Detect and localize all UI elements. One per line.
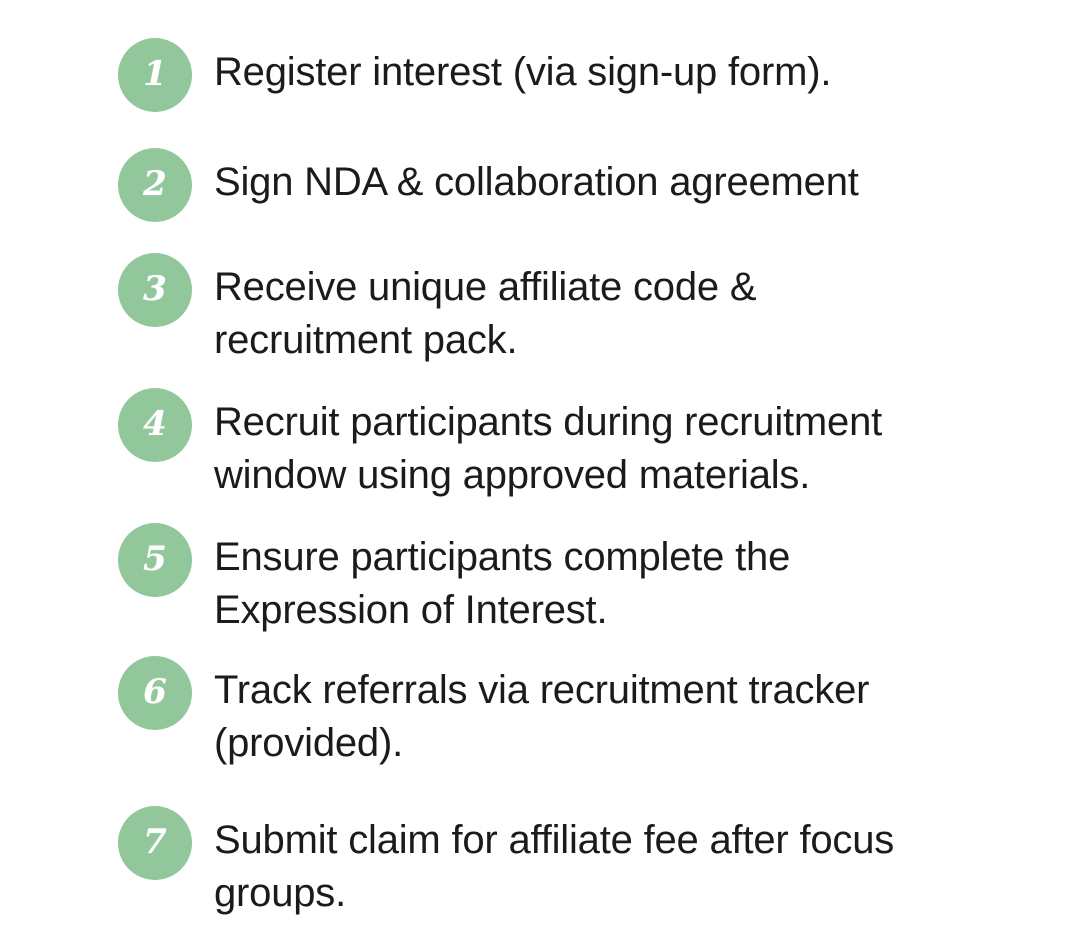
step-text: Track referrals via recruitment tracker … xyxy=(214,668,870,765)
step-text: Sign NDA & collaboration agreement xyxy=(214,160,859,204)
step-number-label: 1 xyxy=(143,54,167,94)
step-number-badge: 5 xyxy=(118,523,192,597)
list-item: 1 Register interest (via sign-up form). xyxy=(118,38,1018,112)
step-number-label: 2 xyxy=(143,164,167,204)
step-number-badge: 7 xyxy=(118,806,192,880)
list-item: 3 Receive unique affiliate code & recrui… xyxy=(118,253,1018,367)
step-number-badge: 4 xyxy=(118,388,192,462)
step-text: Submit claim for affiliate fee after foc… xyxy=(214,818,895,915)
step-number-label: 7 xyxy=(143,822,167,862)
step-number-label: 5 xyxy=(143,539,167,579)
step-text: Receive unique affiliate code & recruitm… xyxy=(214,265,757,362)
list-item: 2 Sign NDA & collaboration agreement xyxy=(118,148,1018,222)
step-text: Register interest (via sign-up form). xyxy=(214,50,832,94)
step-number-badge: 1 xyxy=(118,38,192,112)
list-item: 7 Submit claim for affiliate fee after f… xyxy=(118,806,1018,920)
step-number-label: 3 xyxy=(143,269,167,309)
list-item: 4 Recruit participants during recruitmen… xyxy=(118,388,1018,502)
step-text: Recruit participants during recruitment … xyxy=(214,400,883,497)
step-number-badge: 6 xyxy=(118,656,192,730)
step-number-label: 4 xyxy=(143,404,167,444)
list-item: 6 Track referrals via recruitment tracke… xyxy=(118,656,1018,770)
step-number-badge: 2 xyxy=(118,148,192,222)
step-number-badge: 3 xyxy=(118,253,192,327)
step-text: Ensure participants complete the Express… xyxy=(214,535,791,632)
list-item: 5 Ensure participants complete the Expre… xyxy=(118,523,1018,637)
step-number-label: 6 xyxy=(143,672,167,712)
